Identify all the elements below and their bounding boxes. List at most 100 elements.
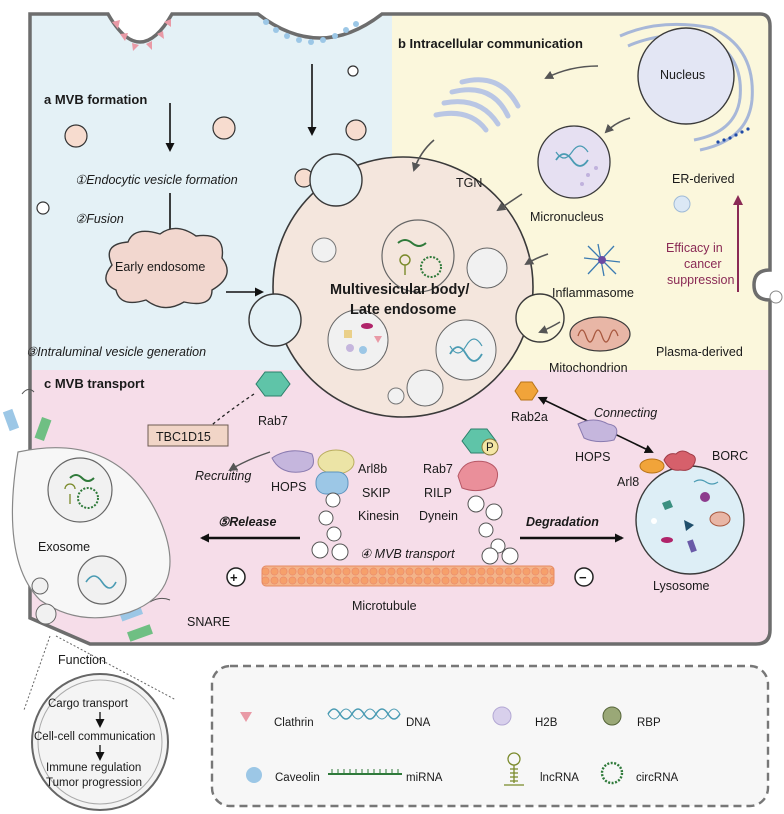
dynein-complex: [457, 428, 519, 565]
golgi-tgn: [433, 77, 521, 133]
microtubule-label: Microtubule: [352, 599, 417, 613]
rab2a-protein: [514, 381, 539, 401]
minus-label: −: [579, 570, 587, 585]
micronucleus: [537, 125, 611, 199]
micronucleus-label: Micronucleus: [530, 210, 604, 224]
hops-right-label: HOPS: [575, 450, 610, 464]
tbc1d15-box: [147, 424, 229, 447]
panel-b-title: b Intracellular communication: [398, 36, 583, 51]
endocytic-vesicles: [36, 65, 367, 215]
legend-lncrna-label: lncRNA: [540, 772, 579, 784]
lncrna-icon: [504, 752, 524, 786]
lysosome-label: Lysosome: [653, 579, 710, 593]
legend-mirna-label: miRNA: [406, 772, 443, 784]
mitochondrion: [569, 316, 631, 352]
mvb-label-line1: Multivesicular body/: [330, 282, 469, 298]
plus-label: +: [230, 570, 238, 585]
function-item-2: Cell-cell communication: [34, 731, 155, 743]
clathrin-icon: [240, 712, 252, 722]
function-inner-ring: [37, 679, 163, 805]
dna-icon: [327, 708, 401, 720]
panel-c-background: [30, 370, 770, 644]
er-vesicle: [673, 195, 691, 213]
arl8-label: Arl8: [617, 475, 639, 489]
panel-c-title: c MVB transport: [44, 376, 145, 391]
step-3-label: ③Intraluminal vesicle generation: [26, 345, 206, 359]
h2b-icon: [492, 706, 512, 726]
caveolin-icon: [246, 767, 262, 783]
efficacy-line3: suppression: [667, 273, 734, 287]
phospho-label: P: [486, 442, 494, 454]
degradation-label: Degradation: [526, 515, 599, 529]
recruiting-label: Recruiting: [195, 469, 251, 483]
rbp-icon: [602, 706, 622, 726]
function-circle: [31, 673, 169, 811]
efficacy-line2: cancer: [684, 257, 722, 271]
function-item-1: Cargo transport: [48, 698, 129, 710]
efficacy-line1: Efficacy in: [666, 241, 723, 255]
multivesicular-body: [248, 153, 565, 418]
hops-left-label: HOPS: [271, 480, 306, 494]
snare-complex: [2, 388, 171, 642]
budding-vesicle: [769, 290, 783, 304]
early-endosome: [105, 227, 228, 309]
cell-membrane: [28, 12, 772, 646]
step-1-label: ①Endocytic vesicle formation: [75, 173, 238, 187]
er-derived-label: ER-derived: [672, 172, 735, 186]
snare-label: SNARE: [187, 615, 230, 629]
step-2-label: ②Fusion: [75, 212, 124, 226]
legend-box: [210, 664, 770, 808]
legend-circrna-label: circRNA: [636, 772, 678, 784]
nucleus-label: Nucleus: [660, 68, 705, 82]
rab2a-label: Rab2a: [511, 410, 548, 424]
mitochondrion-label: Mitochondrion: [549, 361, 628, 375]
legend-rbp-label: RBP: [637, 717, 661, 729]
exosome: [31, 457, 127, 625]
function-item-4: Tumor progression: [46, 777, 142, 789]
intraluminal-vesicle: [327, 309, 389, 371]
panel-a-title: a MVB formation: [44, 92, 147, 107]
rab7-left-label: Rab7: [258, 414, 288, 428]
recruiting-arrow: [228, 451, 271, 472]
release-label: ⑤Release: [218, 515, 277, 529]
kinesin-complex: [271, 449, 355, 561]
organelle-arrows: [411, 65, 631, 334]
dynein-label: Dynein: [419, 509, 458, 523]
legend-clathrin-label: Clathrin: [274, 717, 314, 729]
legend-caveolin-label: Caveolin: [275, 772, 320, 784]
callout-line: [55, 635, 177, 701]
inflammasome: [583, 243, 621, 277]
rab7-mid-label: Rab7: [423, 462, 453, 476]
mvb-transport-label: ④ MVB transport: [360, 547, 455, 561]
plasma-derived-label: Plasma-derived: [656, 345, 743, 359]
exosome-label: Exosome: [38, 540, 90, 554]
clathrin-coat: [112, 19, 171, 51]
circrna-icon: [600, 761, 624, 785]
connecting-label: Connecting: [594, 406, 657, 420]
rilp-label: RILP: [424, 486, 452, 500]
borc-label: BORC: [712, 449, 748, 463]
kinesin-label: Kinesin: [358, 509, 399, 523]
skip-label: SKIP: [362, 486, 391, 500]
rab7-left-protein: [255, 371, 291, 397]
intraluminal-vesicle: [435, 319, 497, 381]
legend-h2b-label: H2B: [535, 717, 558, 729]
function-title: Function: [58, 653, 106, 667]
tgn-label: TGN: [456, 176, 482, 190]
nucleus: [619, 22, 754, 152]
inflammasome-label: Inflammasome: [552, 286, 634, 300]
hops-right-protein: [577, 419, 618, 443]
lysosome: [635, 450, 745, 575]
mvb-label-line2: Late endosome: [350, 302, 456, 318]
intraluminal-vesicle: [381, 219, 455, 293]
caveolin-coat: [263, 19, 359, 45]
callout-line: [23, 635, 51, 711]
minus-end-marker: [574, 567, 594, 587]
function-item-3: Immune regulation: [46, 762, 141, 774]
microtubule: [261, 565, 555, 587]
arl8b-label: Arl8b: [358, 462, 387, 476]
mirna-icon: [328, 769, 402, 775]
tbc1d15-label: TBC1D15: [156, 430, 211, 444]
early-endosome-label: Early endosome: [115, 260, 205, 274]
